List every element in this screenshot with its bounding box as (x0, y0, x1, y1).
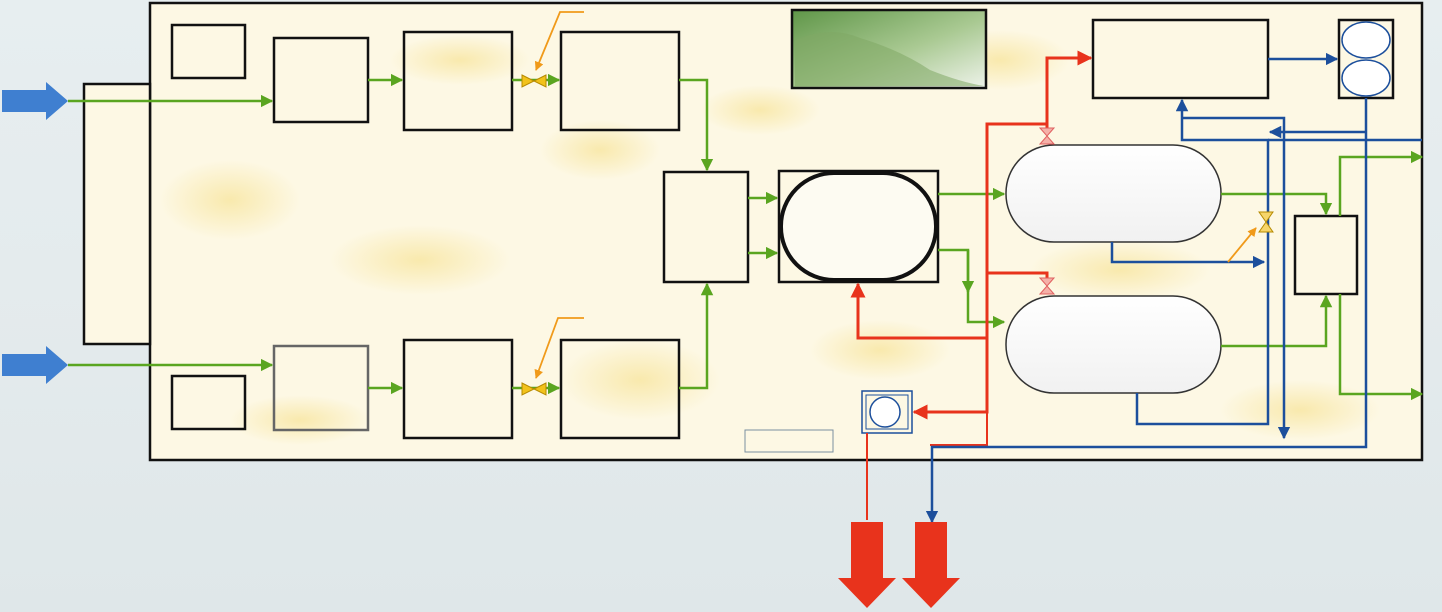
main-panel (148, 1, 1424, 462)
storage-tank-upper (1005, 144, 1222, 243)
input-arrow-icon (2, 346, 68, 384)
valve-icon (521, 74, 547, 88)
output-arrow-icon (902, 522, 960, 608)
valve-icon (1038, 127, 1056, 145)
output-arrow-icon (838, 522, 896, 608)
pump-icon (869, 396, 901, 428)
pump-icon (1341, 21, 1391, 59)
valve-icon (1038, 277, 1056, 295)
separator-box (1293, 214, 1359, 296)
input-arrow-icon (2, 82, 68, 120)
annotation-leaders (534, 11, 1257, 379)
display-landscape (795, 31, 984, 86)
red-flow-lines (850, 50, 1093, 520)
storage-tank-lower (1005, 295, 1222, 394)
upper-small-box (170, 23, 247, 80)
mixer-box (662, 170, 750, 284)
reactor-vessel (779, 171, 938, 282)
blue-flow-lines (925, 52, 1422, 524)
green-flow-lines (68, 73, 1424, 401)
pump-icon (1341, 59, 1391, 97)
label-placeholder-box (744, 429, 834, 453)
bottom-pump-inner-frame (865, 394, 909, 430)
valve-icon (1258, 211, 1274, 233)
lower-small-box (170, 374, 247, 431)
valve-icon (521, 382, 547, 396)
feed-column-box (82, 82, 152, 346)
bottom-pump-frame (861, 390, 913, 434)
